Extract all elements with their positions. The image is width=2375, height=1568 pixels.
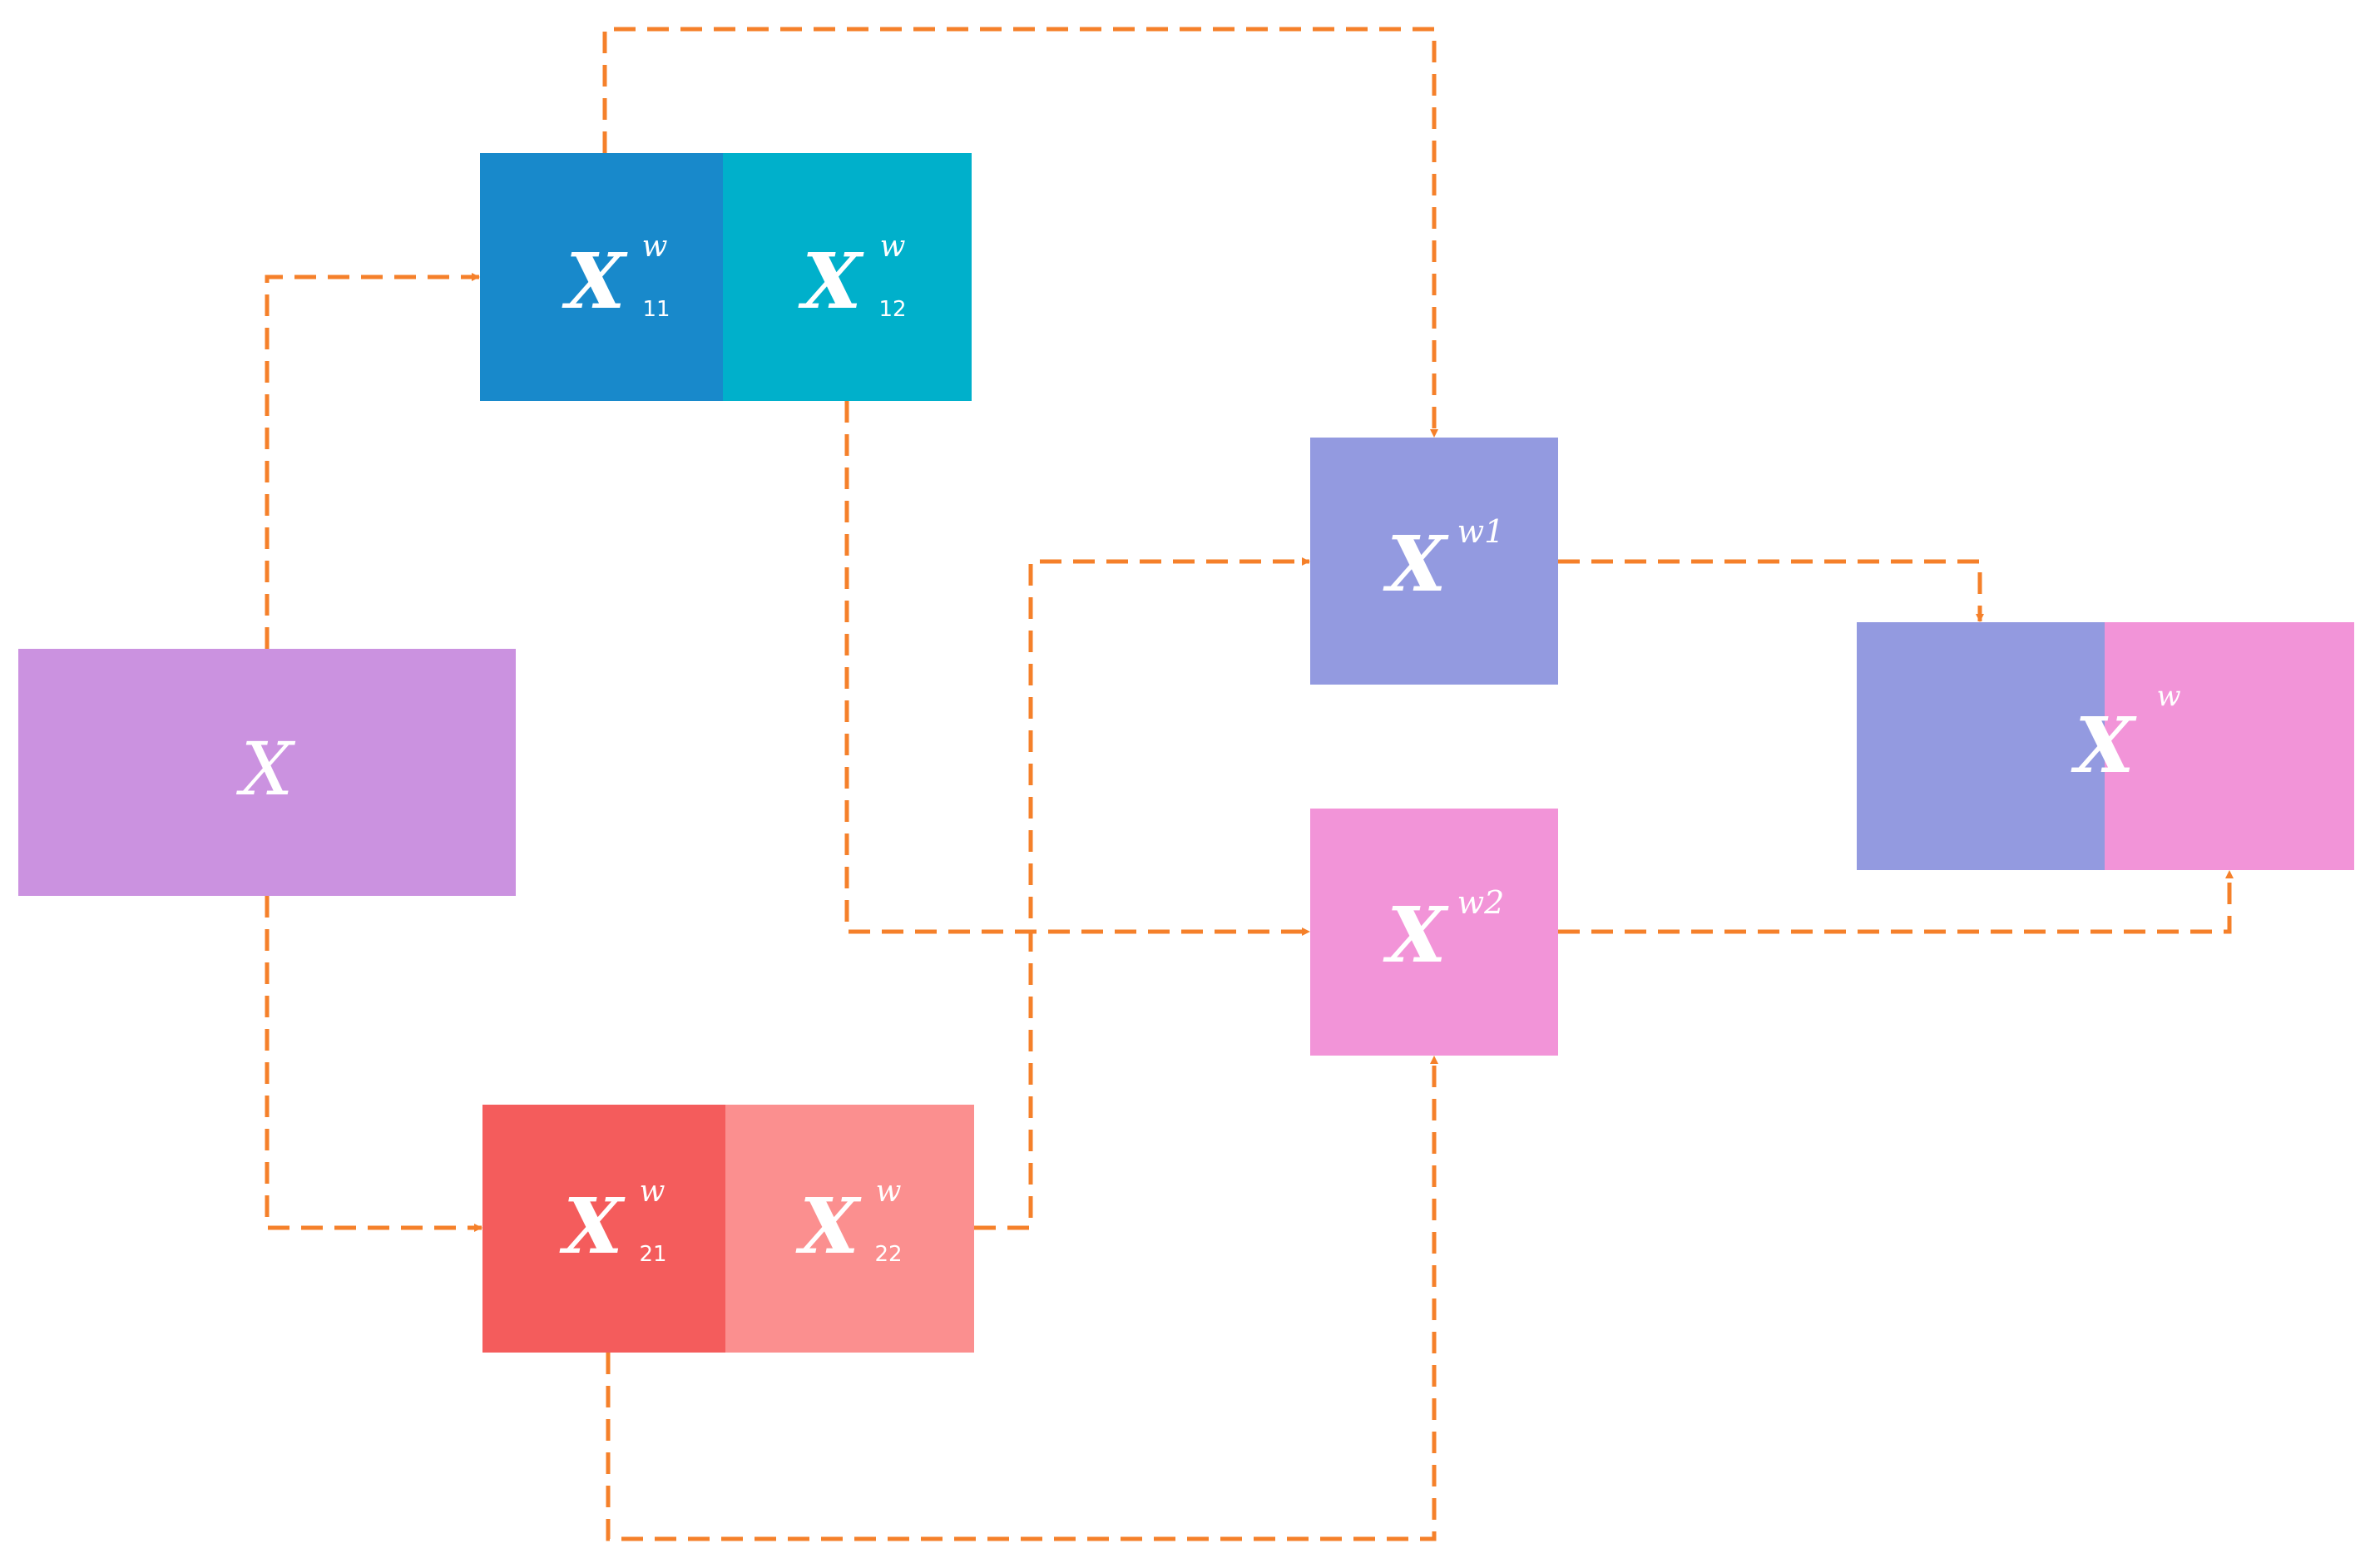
label-x12-sub: 12 (878, 297, 906, 322)
label-x22-sub: 22 (874, 1242, 902, 1267)
box-xw-right (2105, 622, 2354, 870)
edge-xw1-to-xw (1558, 559, 1984, 622)
box-xw2 (1310, 809, 1558, 1056)
label-xw1-sup: w1 (1457, 513, 1505, 550)
boxes (18, 153, 2354, 1353)
label-xw-sup: w (2156, 680, 2180, 713)
edge-x11-to-xw1 (602, 27, 1438, 438)
label-x-main: X (236, 726, 296, 812)
label-x12-sup: w (880, 230, 906, 264)
label-xw1-main: X (1383, 519, 1449, 609)
edge-x-to-x11 (265, 273, 480, 649)
label-x11-sub: 11 (642, 297, 670, 322)
box-x22 (725, 1105, 974, 1353)
connectors (265, 27, 2234, 1541)
edge-x21-to-xw2 (606, 1056, 1438, 1541)
box-xw-left (1857, 622, 2105, 870)
edge-xw2-to-xw (1558, 870, 2234, 934)
label-x22-sup: w (876, 1175, 902, 1209)
edge-x22-to-xw1 (974, 557, 1310, 1230)
label-xw2-main: X (1383, 890, 1449, 980)
label-x22-main: X (795, 1181, 862, 1271)
label-x21-main: X (559, 1181, 626, 1271)
edge-x12-to-xw2 (844, 401, 1310, 936)
edge-x-to-x21 (265, 896, 482, 1232)
labels: X X w 11 X w 12 X w 21 X w 22 X w1 X w2 … (236, 230, 2181, 1271)
box-x12 (723, 153, 972, 401)
label-x21-sup: w (640, 1175, 665, 1209)
box-x21 (482, 1105, 725, 1353)
box-xw1 (1310, 438, 1558, 685)
box-x (18, 649, 516, 896)
label-x11-main: X (562, 236, 628, 326)
label-x11-sup: w (642, 230, 668, 264)
label-xw-main: X (2071, 700, 2137, 790)
label-x12-main: X (798, 236, 864, 326)
label-x21-sub: 21 (639, 1242, 666, 1267)
box-x11 (480, 153, 723, 401)
label-xw2-sup: w2 (1457, 884, 1505, 921)
